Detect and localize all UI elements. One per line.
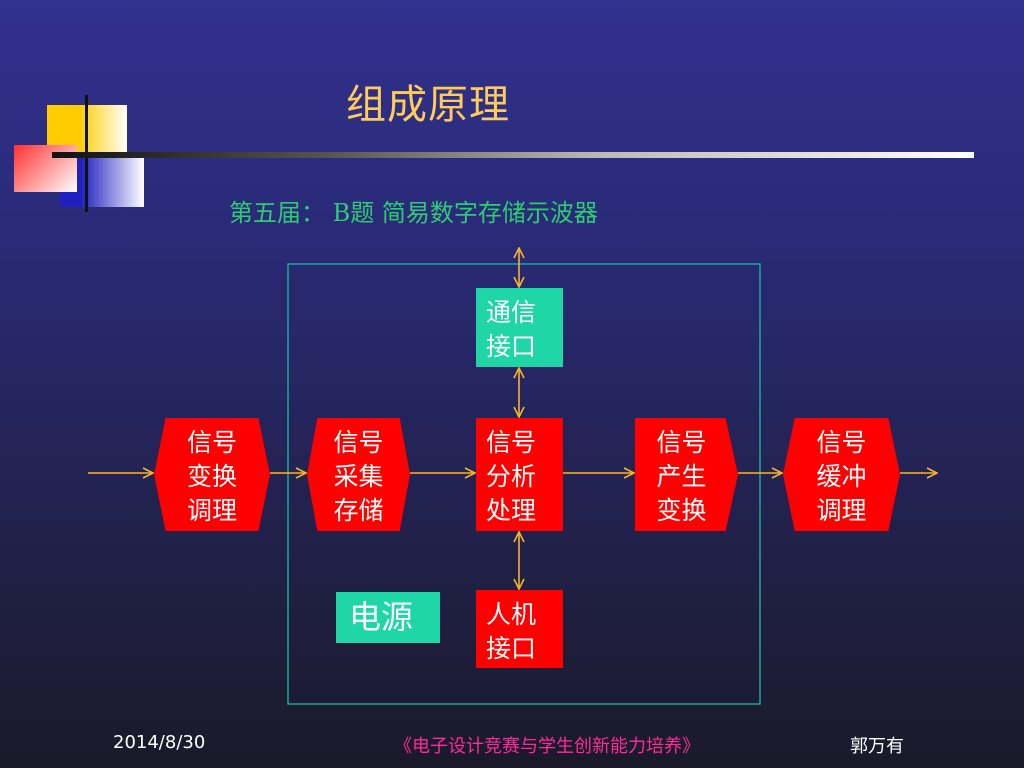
- block-line: 缓冲: [816, 462, 867, 491]
- footer-course: 《电子设计竞赛与学生创新能力培养》: [394, 736, 700, 757]
- block-line: 处理: [486, 496, 537, 525]
- block-line: 调理: [186, 496, 237, 525]
- block-power: 电源: [336, 592, 440, 643]
- block-buffer-conditioning-out: 信号 缓冲 调理: [783, 418, 900, 531]
- block-line: 接口: [486, 332, 537, 361]
- block-line: 信号: [486, 428, 537, 457]
- block-line: 产生: [656, 462, 707, 491]
- block-line: 变换: [656, 496, 707, 525]
- footer-author: 郭万有: [850, 736, 904, 757]
- block-line: 存储: [333, 496, 384, 525]
- footer-date: 2014/8/30: [113, 732, 206, 753]
- block-line: 信号: [186, 428, 237, 457]
- slide-subtitle: 第五届： B题 简易数字存储示波器: [229, 199, 598, 227]
- block-line: 通信: [486, 298, 537, 327]
- block-line: 人机: [486, 600, 537, 629]
- block-hmi-interface: 人机 接口: [476, 590, 563, 668]
- block-generation-transform: 信号 产生 变换: [635, 418, 738, 531]
- block-line: 信号: [816, 428, 867, 457]
- block-line: 信号: [333, 428, 384, 457]
- block-line: 分析: [486, 462, 537, 491]
- block-analysis-processing: 信号 分析 处理: [476, 418, 563, 531]
- slide-title: 组成原理: [346, 82, 510, 128]
- block-line: 信号: [656, 428, 707, 457]
- block-line: 采集: [333, 462, 384, 491]
- block-acquisition-storage: 信号 采集 存储: [307, 418, 410, 531]
- block-line: 接口: [486, 634, 537, 663]
- block-comm-interface: 通信 接口: [476, 288, 563, 367]
- block-line: 变换: [186, 462, 237, 491]
- title-underline: [52, 152, 974, 158]
- block-line: 调理: [816, 496, 867, 525]
- block-signal-conditioning-in: 信号 变换 调理: [154, 418, 270, 531]
